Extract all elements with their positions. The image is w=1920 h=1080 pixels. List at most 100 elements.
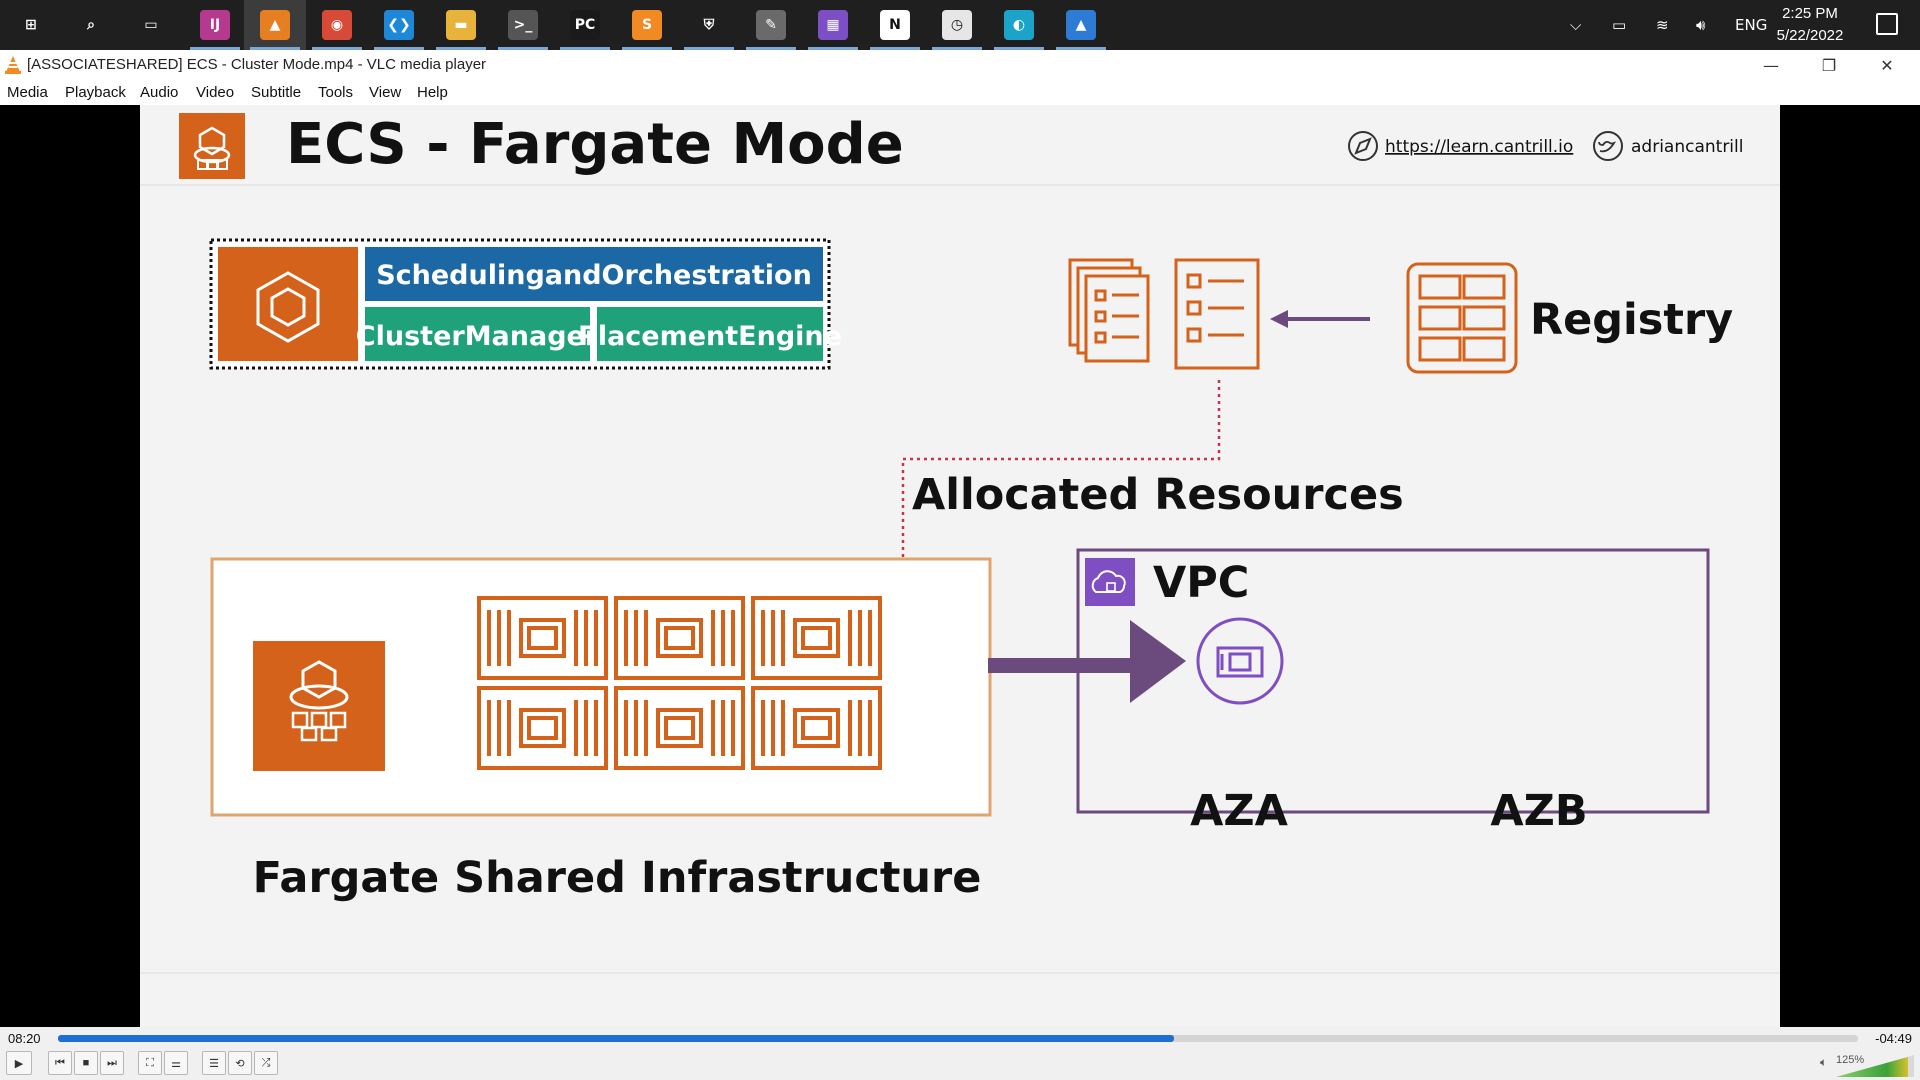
allocated-label: Allocated Resources: [912, 470, 1404, 520]
sublime-icon[interactable]: S: [616, 0, 678, 50]
clock-date: 5/22/2022: [1776, 27, 1844, 44]
elapsed-time: 08:20: [8, 1031, 41, 1046]
compute-chip-icon: [751, 686, 882, 770]
registry-icon: [1406, 262, 1518, 374]
vscode-glyph: ❮❯: [384, 10, 414, 40]
speaker-icon[interactable]: 🔈︎: [1820, 1055, 1828, 1069]
vlc-cone-icon: [5, 56, 21, 74]
ecs-logo-icon: [179, 113, 245, 179]
player-controls: 08:20 -04:49 ▶ ⏮ ■ ⏭ ⛶ ⚌ ☰ ⟲ ⤮ 🔈︎ 125%: [0, 1027, 1920, 1080]
menu-playback[interactable]: Playback: [65, 84, 126, 101]
running-indicator: [436, 47, 486, 50]
menu-media[interactable]: Media: [7, 84, 48, 101]
scheduling-label: SchedulingandOrchestration: [376, 260, 812, 291]
cluster-manager-box: [365, 307, 590, 361]
compute-chip-icon: [614, 596, 745, 680]
vpc-arrow: [988, 620, 1186, 703]
playlist-icon[interactable]: ☰: [202, 1051, 226, 1075]
menu-bar: Media Playback Audio Video Subtitle Tool…: [0, 80, 1920, 105]
task-definitions-icon: [1068, 258, 1260, 370]
vpc-cloud-icon: [1085, 558, 1135, 606]
language-indicator[interactable]: ENG: [1735, 16, 1768, 34]
security-shield-icon[interactable]: ⛨: [678, 0, 740, 50]
remaining-time: -04:49: [1875, 1031, 1912, 1046]
running-indicator: [684, 47, 734, 50]
pycharm-glyph: PC: [570, 10, 600, 40]
running-indicator: [498, 47, 548, 50]
shuffle-icon[interactable]: ⤮: [254, 1051, 278, 1075]
compute-chips: [477, 596, 882, 770]
chevron-up-icon[interactable]: ⌵: [1570, 16, 1582, 34]
battery-icon[interactable]: ▭: [1612, 16, 1627, 34]
previous-icon[interactable]: ⏮: [48, 1051, 72, 1075]
minimize-button[interactable]: —: [1763, 55, 1779, 75]
slide-handle: adriancantrill: [1631, 137, 1743, 157]
play-button[interactable]: ▶: [6, 1051, 32, 1075]
intellij-icon[interactable]: IJ: [184, 0, 246, 50]
photos-icon[interactable]: ▲: [1050, 0, 1112, 50]
video-area[interactable]: ECS - Fargate Mode https://learn.cantril…: [0, 105, 1920, 1027]
seek-bar[interactable]: [58, 1035, 1858, 1042]
running-indicator: [932, 47, 982, 50]
ecs-service-icon: [218, 247, 358, 361]
running-indicator: [1056, 47, 1106, 50]
menu-subtitle[interactable]: Subtitle: [251, 84, 302, 101]
menu-video[interactable]: Video: [196, 84, 235, 101]
restore-button[interactable]: ❐: [1821, 55, 1837, 75]
pycharm-icon[interactable]: PC: [554, 0, 616, 50]
extended-settings-icon[interactable]: ⚌: [164, 1051, 188, 1075]
running-indicator: [190, 47, 240, 50]
search-icon[interactable]: ⌕: [60, 0, 122, 50]
notes-icon[interactable]: ✎: [740, 0, 802, 50]
chrome-icon[interactable]: ◉: [306, 0, 368, 50]
edge-glyph: ◐: [1004, 10, 1034, 40]
app-grid-icon[interactable]: ▦: [802, 0, 864, 50]
running-indicator: [250, 47, 300, 50]
compute-chip-icon: [614, 686, 745, 770]
edge-icon[interactable]: ◐: [988, 0, 1050, 50]
clock-time: 2:25 PM: [1782, 5, 1838, 22]
notion-icon[interactable]: N: [864, 0, 926, 50]
placement-engine-box: [597, 307, 823, 361]
vpc-label: VPC: [1153, 558, 1249, 608]
running-indicator: [808, 47, 858, 50]
intellij-glyph: IJ: [200, 10, 230, 40]
close-button[interactable]: ✕: [1880, 55, 1894, 75]
menu-tools[interactable]: Tools: [318, 84, 354, 101]
clock-app-icon[interactable]: ◷: [926, 0, 988, 50]
sublime-glyph: S: [632, 10, 662, 40]
menu-help[interactable]: Help: [417, 84, 448, 101]
compute-chip-icon: [477, 596, 608, 680]
volume-level: 125%: [1836, 1054, 1865, 1066]
vlc-icon[interactable]: ▲: [244, 0, 306, 50]
slide-link[interactable]: https://learn.cantrill.io: [1385, 137, 1573, 157]
vscode-icon[interactable]: ❮❯: [368, 0, 430, 50]
file-explorer-icon[interactable]: ▬: [430, 0, 492, 50]
fullscreen-icon[interactable]: ⛶: [138, 1051, 162, 1075]
volume-slider[interactable]: [1836, 1055, 1914, 1077]
photos-glyph: ▲: [1066, 10, 1096, 40]
running-indicator: [374, 47, 424, 50]
registry-arrowhead: [1270, 310, 1288, 328]
menu-audio[interactable]: Audio: [140, 84, 179, 101]
windows-start-icon[interactable]: ⊞: [0, 0, 62, 50]
menu-view[interactable]: View: [369, 84, 402, 101]
wifi-icon[interactable]: ≋: [1656, 16, 1669, 34]
running-indicator: [746, 47, 796, 50]
volume-icon[interactable]: 🔊︎: [1696, 16, 1706, 34]
running-indicator: [560, 47, 610, 50]
compute-chip-icon: [477, 686, 608, 770]
next-icon[interactable]: ⏭: [100, 1051, 124, 1075]
vlc-glyph: ▲: [260, 10, 290, 40]
search-glyph: ⌕: [76, 10, 106, 40]
clock[interactable]: 2:25 PM 5/22/2022: [1770, 3, 1850, 47]
terminal-icon[interactable]: >_: [492, 0, 554, 50]
window-titlebar: [ASSOCIATESHARED] ECS - Cluster Mode.mp4…: [0, 50, 1920, 80]
stop-icon[interactable]: ■: [74, 1051, 98, 1075]
terminal-glyph: >_: [508, 10, 538, 40]
loop-icon[interactable]: ⟲: [228, 1051, 252, 1075]
notifications-icon[interactable]: [1876, 13, 1898, 35]
running-indicator: [994, 47, 1044, 50]
scheduling-box: [365, 247, 823, 301]
task-view-icon[interactable]: ▭: [120, 0, 182, 50]
